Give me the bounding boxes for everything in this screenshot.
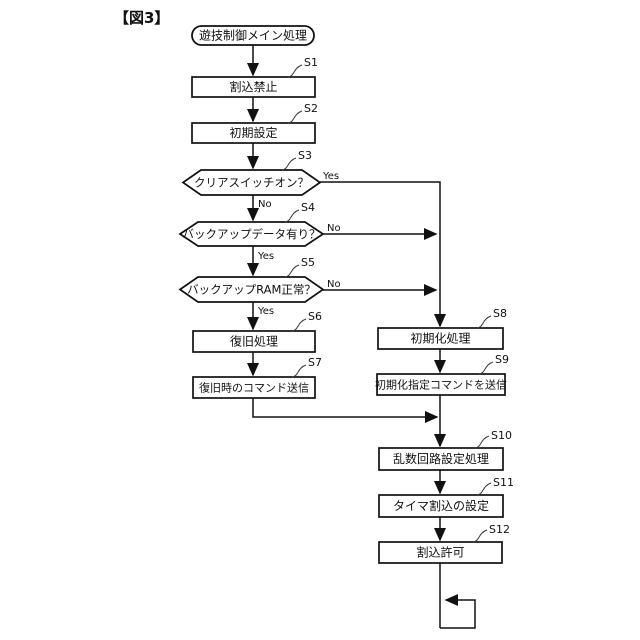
step-tag-s1: S1 [304, 56, 318, 69]
process-s7 [192, 376, 316, 399]
decision-s3-label: クリアスイッチオン？ [194, 176, 309, 190]
decision-s4 [178, 221, 325, 247]
leader-s10 [474, 435, 490, 449]
process-s10 [378, 447, 504, 471]
process-s2-label: 初期設定 [229, 125, 277, 140]
process-s8 [377, 327, 504, 350]
process-s10-label: 乱数回路設定処理 [393, 451, 489, 466]
step-tag-s7: S7 [308, 356, 322, 369]
process-s11 [378, 494, 504, 518]
leader-s12 [472, 529, 488, 543]
process-s9 [376, 373, 506, 396]
leader-s9 [478, 361, 494, 375]
decision-s3 [181, 169, 322, 196]
start-terminator [191, 25, 315, 46]
decision-s4-label: バックアップデータ有り？ [183, 227, 321, 241]
leader-s3 [281, 157, 297, 171]
process-s7-label: 復旧時のコマンド送信 [199, 381, 309, 395]
branch-s3-yes: Yes [322, 171, 339, 182]
leader-s1 [287, 64, 303, 78]
leader-s5 [284, 264, 300, 278]
step-tag-s2: S2 [304, 102, 318, 115]
leader-s4 [284, 209, 300, 223]
step-tag-s9: S9 [495, 353, 509, 366]
process-s2 [191, 122, 316, 144]
start-label: 遊技制御メイン処理 [199, 28, 307, 43]
process-s1 [191, 76, 316, 98]
step-tag-s10: S10 [491, 429, 512, 442]
leader-s11 [476, 482, 492, 496]
step-tag-s11: S11 [493, 476, 514, 489]
process-s12-label: 割込許可 [416, 545, 464, 560]
process-s6 [192, 330, 316, 353]
leader-s7 [291, 364, 307, 378]
branch-s5-yes: Yes [257, 306, 274, 317]
step-tag-s8: S8 [493, 307, 507, 320]
step-tag-s12: S12 [489, 523, 510, 536]
connector-main-loop [440, 594, 476, 629]
leader-s2 [287, 110, 303, 124]
process-s1-label: 割込禁止 [229, 79, 277, 94]
step-tag-s5: S5 [301, 256, 315, 269]
branch-s3-no: No [258, 199, 272, 210]
process-s11-label: タイマ割込の設定 [393, 498, 489, 513]
branch-s4-no: No [327, 223, 341, 234]
process-s8-label: 初期化処理 [410, 332, 470, 346]
decision-s5-label: バックアップRAM正常？ [187, 283, 316, 297]
connector-s3-yes-s8 [320, 181, 446, 328]
decision-s5 [178, 276, 325, 303]
step-tag-s3: S3 [298, 149, 312, 162]
connector-s7-merge [252, 398, 439, 423]
figure-label: 【図3】 [114, 9, 169, 27]
leader-s8 [476, 315, 492, 329]
branch-s5-no: No [327, 279, 341, 290]
process-s12 [378, 541, 503, 564]
process-s6-label: 復旧処理 [230, 334, 278, 349]
step-tag-s6: S6 [308, 310, 322, 323]
branch-s4-yes: Yes [257, 251, 274, 262]
step-tag-s4: S4 [301, 201, 315, 214]
leader-s6 [291, 318, 307, 332]
process-s9-label: 初期化指定コマンドを送信 [375, 378, 507, 392]
